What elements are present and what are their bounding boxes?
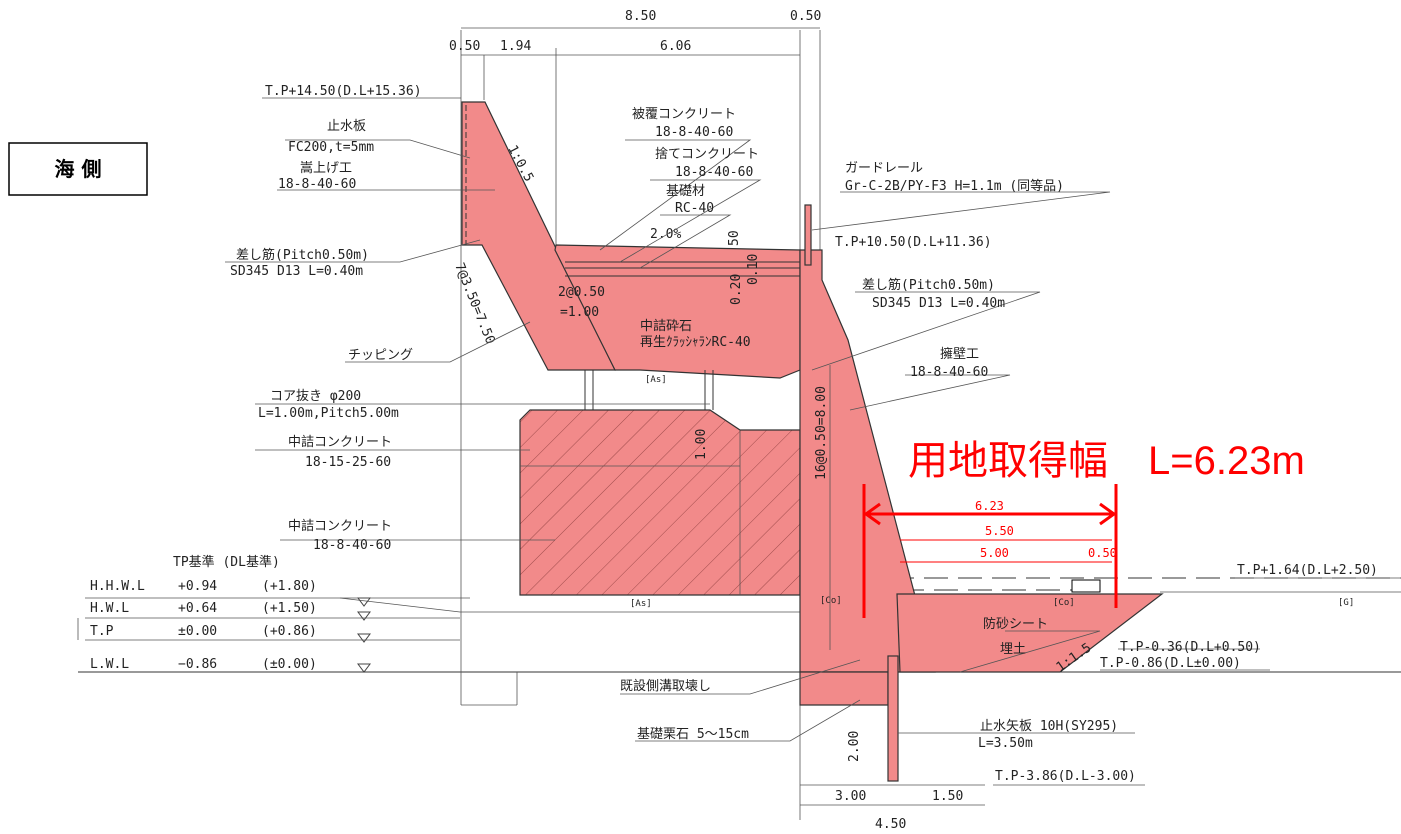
dim-2pct: 2.0% [650,227,681,242]
sheet-pile [887,655,899,782]
dim-050-left: 0.50 [449,39,480,54]
label-remove-ditch: 既設側溝取壊し [620,678,711,694]
dim-010: 0.10 [746,254,761,285]
label-fill-1: 中詰砕石 [640,318,692,334]
dim-050-top: 0.50 [790,9,821,24]
dim-150: 1.50 [932,789,963,804]
tide-dl: (+0.86) [262,624,317,639]
tide-name: H.W.L [90,601,129,616]
dim-2eq: =1.00 [560,305,599,320]
leader-lines [225,97,1401,786]
label-tp164: T.P+1.64(D.L+2.50) [1237,563,1378,578]
structure [461,101,1164,782]
label-retaining-2: 18-8-40-60 [910,365,988,380]
label-chipping: チッピング [348,348,413,363]
label-raise-1: 嵩上げ工 [300,161,352,176]
label-sheet-pile-2: L=3.50m [978,736,1033,751]
dim-200: 2.00 [847,731,862,762]
acquisition-width: 用地取得幅 L=6.23m 6.23 5.50 5.00 0.50 [862,439,1305,618]
red-dim-500: 5.00 [980,546,1009,560]
label-core-1: コア抜き φ200 [270,388,361,404]
tide-tp: +0.64 [178,601,217,616]
tide-dl: (+1.80) [262,579,317,594]
dim-300: 3.00 [835,789,866,804]
dim-020: 0.20 [729,274,744,305]
guardrail-post [804,204,812,266]
backfill [896,593,1164,673]
tide-tp: +0.94 [178,579,217,594]
tide-table: H.H.W.L +0.94 (+1.80) H.W.L +0.64 (+1.50… [90,579,371,673]
label-tp1050: T.P+10.50(D.L+11.36) [835,235,992,250]
label-fill-2: 再生ｸﾗｯｼｬﾗﾝRC-40 [640,335,751,350]
red-dim-550: 5.50 [985,524,1014,538]
red-dim-623: 6.23 [975,499,1004,513]
tide-row: T.P ±0.00 (+0.86) [90,624,317,639]
label-cover-1: 被覆コンクリート [632,107,736,122]
label-base-1: 基礎材 [666,184,705,199]
svg-text:[Co]: [Co] [820,596,842,606]
tide-dl: (±0.00) [262,657,317,672]
dim-7at: 7@3.50=7.50 [451,261,497,346]
label-infill1-1: 中詰コンクリート [288,434,392,450]
dim-100: 1.00 [694,429,709,460]
dim-606: 6.06 [660,39,691,54]
footing [799,671,889,706]
label-raise-2: 18-8-40-60 [278,177,356,192]
label-dowel-left-1: 差し筋(Pitch0.50m) [236,247,369,263]
dimensions [461,27,985,806]
tide-name: H.H.W.L [90,579,145,594]
tide-name: T.P [90,624,114,639]
label-waste-1: 捨てコンクリート [655,146,759,162]
water-level-markers [357,597,371,673]
label-g: [G] [1338,598,1354,608]
label-sheet-pile-1: 止水矢板 10H(SY295) [980,719,1118,734]
label-tpm386: T.P-3.86(D.L-3.00) [995,769,1136,784]
label-tpm036: T.P-0.36(D.L+0.50) [1120,640,1261,655]
tide-tp: ±0.00 [178,624,217,639]
dim-450: 4.50 [875,817,906,832]
label-as-2: [As] [630,599,652,609]
dim-850: 8.50 [625,9,656,24]
acquisition-width-label: 用地取得幅 L=6.23m [908,439,1305,483]
label-stop-plate-2: FC200,t=5mm [288,140,374,155]
dim-50: 50 [727,230,742,246]
label-infill1-2: 18-15-25-60 [305,455,391,470]
label-sand-sheet: 防砂シート [983,616,1048,632]
sea-side-box: 海 側 [8,142,148,196]
tide-tp: −0.86 [178,657,217,672]
tide-name: L.W.L [90,657,129,672]
sea-side-label: 海 側 [55,157,102,181]
red-dim-050: 0.50 [1088,546,1117,560]
label-co: [Co] [1053,598,1075,608]
label-waste-2: 18-8-40-60 [675,165,753,180]
dim-16at: 16@0.50=8.00 [814,386,829,480]
tide-row: H.W.L +0.64 (+1.50) [90,601,317,616]
tide-row: L.W.L −0.86 (±0.00) [90,657,317,672]
label-infill2-1: 中詰コンクリート [288,518,392,534]
label-dowel-right-1: 差し筋(Pitch0.50m) [862,277,995,293]
label-tp-header: TP基準 (DL基準) [173,554,280,570]
label-foundation-stone: 基礎栗石 5～15cm [637,727,749,742]
label-tp1450: T.P+14.50(D.L+15.36) [265,84,422,99]
label-base-2: RC-40 [675,201,714,216]
label-guard-2: Gr-C-2B/PY-F3 H=1.1m (同等品) [845,178,1064,194]
label-tpm086: T.P-0.86(D.L±0.00) [1100,656,1241,671]
label-dowel-right-2: SD345 D13 L=0.40m [872,296,1005,311]
label-as-1: [As] [645,375,667,385]
label-backfill: 埋土 [1000,642,1026,657]
label-guard-1: ガードレール [845,161,923,176]
infill-concrete [519,409,801,596]
tide-dl: (+1.50) [262,601,317,616]
dim-2at: 2@0.50 [558,285,605,300]
structure-details: [Co] [465,105,1101,606]
label-cover-2: 18-8-40-60 [655,125,733,140]
dim-194: 1.94 [500,39,531,54]
label-retaining-1: 擁壁工 [940,347,979,362]
tide-row: H.H.W.L +0.94 (+1.80) [90,579,317,594]
label-stop-plate-1: 止水板 [327,119,366,134]
label-infill2-2: 18-8-40-60 [313,538,391,553]
label-core-2: L=1.00m,Pitch5.00m [258,406,399,421]
label-dowel-left-2: SD345 D13 L=0.40m [230,264,363,279]
